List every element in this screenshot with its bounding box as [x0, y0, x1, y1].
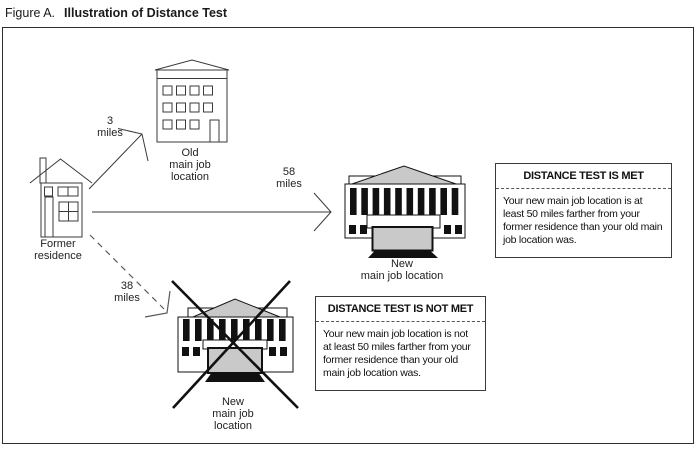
office-building-icon — [154, 59, 230, 143]
government-building-icon — [344, 165, 466, 258]
distance-test-not-met-heading: DISTANCE TEST IS NOT MET — [316, 297, 485, 322]
crossed-building-steps — [205, 373, 265, 382]
new-building-pediment — [351, 165, 457, 185]
distance-58-miles-label: 58 miles — [276, 166, 302, 190]
new-building-columns — [350, 188, 459, 215]
distance-test-met-body: Your new main job location is at least 5… — [503, 195, 663, 246]
house-window-small — [44, 186, 53, 197]
figure-title: Figure A. Illustration of Distance Test — [5, 6, 227, 20]
new-job-location-not-met-label: New main job location — [212, 396, 254, 432]
new-job-location-met-label: New main job location — [360, 258, 444, 282]
distance-test-not-met-body: Your new main job location is not at lea… — [323, 328, 471, 379]
old-building-door — [209, 119, 220, 143]
house-door — [44, 196, 54, 238]
old-job-location-label: Old main job location — [169, 147, 211, 183]
former-residence-label: Former residence — [34, 238, 82, 262]
new-building-entrance — [371, 226, 434, 252]
house-icon — [29, 157, 93, 238]
x-mark-icon — [171, 280, 299, 409]
distance-test-met-heading: DISTANCE TEST IS MET — [496, 164, 671, 189]
figure-title-text: Illustration of Distance Test — [64, 6, 228, 20]
new-building-steps — [368, 250, 438, 258]
arrow-58-miles — [92, 192, 332, 232]
distance-test-met-box: DISTANCE TEST IS MET Your new main job l… — [495, 163, 672, 258]
distance-38-miles-label: 38 miles — [114, 280, 140, 304]
distance-test-not-met-box: DISTANCE TEST IS NOT MET Your new main j… — [315, 296, 486, 391]
arrow-3-miles — [88, 128, 149, 190]
crossed-building-windows — [182, 347, 287, 356]
arrow-38-miles — [89, 234, 171, 318]
crossed-building-columns — [183, 319, 286, 341]
figure-label: Figure A. — [5, 6, 56, 20]
house-roof — [29, 158, 93, 184]
distance-3-miles-label: 3 miles — [97, 115, 123, 139]
new-building-windows — [349, 225, 462, 234]
old-building-roof — [154, 59, 230, 71]
